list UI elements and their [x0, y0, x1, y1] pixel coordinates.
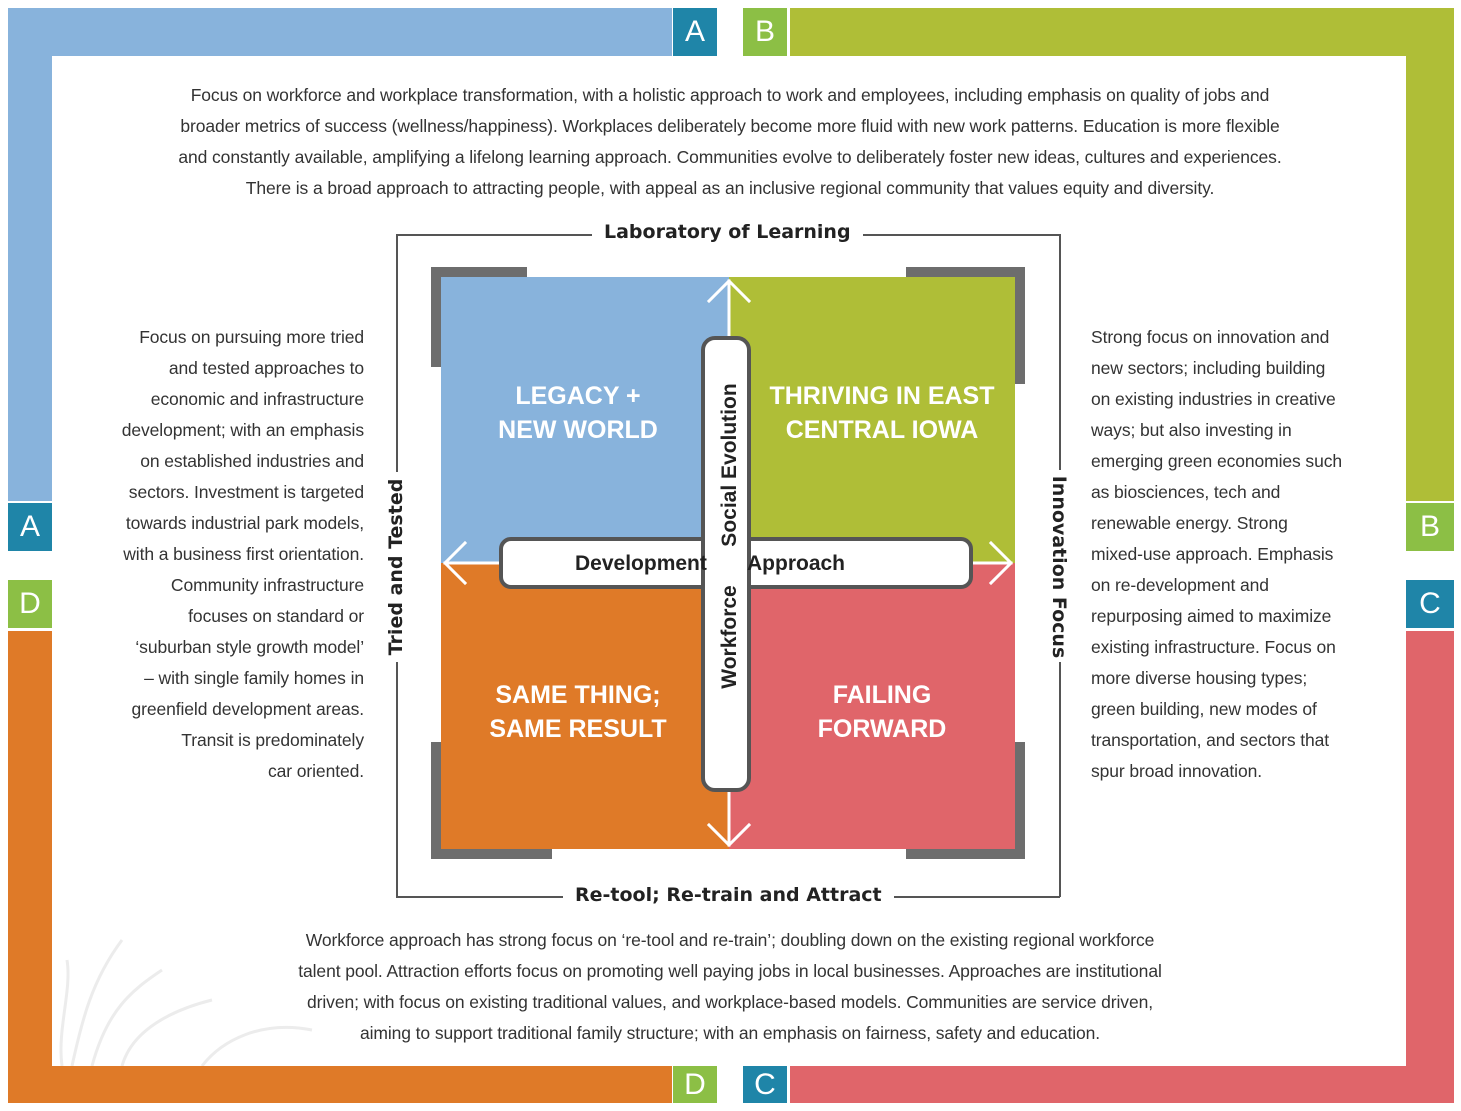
- quadrant-title-line: LEGACY +: [515, 382, 641, 410]
- right-line: repurposing aimed to maximize: [1091, 606, 1332, 626]
- band-c-bottom: [790, 1066, 1454, 1103]
- right-line: existing infrastructure. Focus on: [1091, 637, 1336, 657]
- pill-crossing-fill: [705, 541, 747, 585]
- right-line: as biosciences, tech and: [1091, 482, 1281, 502]
- social-evolution-label: Social Evolution: [718, 383, 741, 547]
- quadrant-title-line: SAME RESULT: [489, 715, 667, 743]
- left-line: development; with an emphasis: [121, 420, 364, 440]
- right-line: transportation, and sectors that: [1091, 730, 1330, 750]
- label-b-right: B: [1406, 503, 1454, 551]
- left-line: car oriented.: [268, 761, 364, 781]
- quadrant-failing-forward: [729, 563, 1015, 849]
- left-line: on established industries and: [140, 451, 364, 471]
- left-line: economic and infrastructure: [150, 389, 364, 409]
- quadrant-title-line: SAME THING;: [495, 681, 661, 709]
- left-line: ‘suburban style growth model’: [135, 637, 364, 657]
- quadrant-title-failing-forward: FAILING FORWARD: [749, 678, 1015, 746]
- bracket-tr-h: [906, 267, 1025, 277]
- axis-title-top: Laboratory of Learning: [592, 221, 863, 243]
- left-line: Transit is predominately: [181, 730, 364, 750]
- quadrant-thriving: [729, 277, 1015, 563]
- bracket-tr-v: [1015, 267, 1025, 384]
- band-b-right: [1406, 8, 1454, 501]
- left-line: greenfield development areas.: [131, 699, 364, 719]
- label-a-left: A: [8, 503, 52, 551]
- bracket-bl-h: [431, 849, 552, 859]
- left-line: with a business first orientation.: [123, 544, 364, 564]
- left-line: and tested approaches to: [168, 358, 364, 378]
- quadrant-title-legacy: LEGACY + NEW WORLD: [441, 379, 715, 447]
- bottom-line: aiming to support traditional family str…: [359, 1023, 1101, 1043]
- quadrant-title-line: FORWARD: [817, 715, 947, 743]
- left-line: focuses on standard or: [188, 606, 364, 626]
- band-a-left: [8, 8, 52, 501]
- axis-right-gap: [1053, 470, 1067, 662]
- right-line: green building, new modes of: [1091, 699, 1317, 719]
- bottom-line: driven; with focus on existing tradition…: [307, 992, 1153, 1012]
- workforce-label: Workforce: [718, 585, 741, 689]
- bracket-br-h: [906, 849, 1025, 859]
- top-line: and constantly available, amplifying a l…: [178, 147, 1282, 167]
- top-description: Focus on workforce and workplace transfo…: [60, 80, 1400, 204]
- bracket-tl-v: [431, 267, 441, 367]
- approach-label: Approach: [747, 552, 846, 575]
- arrow-right-icon: [988, 540, 1014, 586]
- quadrant-title-line: FAILING: [832, 681, 932, 709]
- right-description: Strong focus on innovation and new secto…: [1091, 322, 1401, 787]
- development-label: Development: [575, 552, 707, 575]
- bottom-line: talent pool. Attraction efforts focus on…: [298, 961, 1162, 981]
- label-a-top: A: [673, 8, 717, 56]
- arrow-up-icon: [706, 278, 752, 304]
- band-b-top: [790, 8, 1454, 56]
- axis-title-left-text: Tried and Tested: [385, 478, 407, 656]
- quadrant-title-thriving: THRIVING IN EAST CENTRAL IOWA: [749, 379, 1015, 447]
- axis-title-bottom: Re-tool; Re-train and Attract: [563, 884, 894, 906]
- right-line: spur broad innovation.: [1091, 761, 1262, 781]
- left-line: towards industrial park models,: [125, 513, 364, 533]
- arrow-left-icon: [442, 540, 468, 586]
- bottom-description: Workforce approach has strong focus on ‘…: [140, 925, 1320, 1049]
- grass-decoration: [59, 939, 313, 1066]
- left-description: Focus on pursuing more tried and tested …: [60, 322, 364, 787]
- quadrant-title-line: THRIVING IN EAST: [769, 382, 995, 410]
- bracket-br-v: [1015, 742, 1025, 859]
- quadrant-title-line: CENTRAL IOWA: [785, 416, 979, 444]
- band-d-bottom: [8, 1066, 672, 1103]
- arrow-down-icon: [706, 822, 752, 848]
- top-line: Focus on workforce and workplace transfo…: [190, 85, 1270, 105]
- quadrant-same-thing: [441, 563, 729, 849]
- right-line: more diverse housing types;: [1091, 668, 1308, 688]
- right-line: on re-development and: [1091, 575, 1269, 595]
- band-a-top: [8, 8, 672, 56]
- right-line: new sectors; including building: [1091, 358, 1326, 378]
- band-d-left: [8, 631, 52, 1103]
- label-b-top: B: [743, 8, 787, 56]
- label-c-bottom: C: [743, 1066, 787, 1103]
- left-line: Focus on pursuing more tried: [139, 327, 364, 347]
- quadrant-title-line: NEW WORLD: [498, 416, 658, 444]
- right-line: Strong focus on innovation and: [1091, 327, 1330, 347]
- right-line: mixed-use approach. Emphasis: [1091, 544, 1334, 564]
- axis-title-right-text: Innovation Focus: [1048, 475, 1070, 659]
- left-line: sectors. Investment is targeted: [128, 482, 364, 502]
- left-line: Community infrastructure: [170, 575, 364, 595]
- top-line: broader metrics of success (wellness/hap…: [180, 116, 1280, 136]
- axis-left-gap: [390, 472, 404, 662]
- right-line: on existing industries in creative: [1091, 389, 1336, 409]
- bracket-bl-v: [431, 742, 441, 859]
- top-line: There is a broad approach to attracting …: [245, 178, 1215, 198]
- quadrant-title-same-thing: SAME THING; SAME RESULT: [441, 678, 715, 746]
- band-c-right: [1406, 631, 1454, 1103]
- bottom-line: Workforce approach has strong focus on ‘…: [305, 930, 1155, 950]
- right-line: emerging green economies such: [1091, 451, 1342, 471]
- left-line: – with single family homes in: [144, 668, 364, 688]
- label-c-right: C: [1406, 580, 1454, 628]
- right-line: ways; but also investing in: [1091, 420, 1292, 440]
- bracket-tl-h: [431, 267, 527, 277]
- right-line: renewable energy. Strong: [1091, 513, 1288, 533]
- quadrant-legacy-new-world: [441, 277, 729, 563]
- label-d-left: D: [8, 580, 52, 628]
- label-d-bottom: D: [673, 1066, 717, 1103]
